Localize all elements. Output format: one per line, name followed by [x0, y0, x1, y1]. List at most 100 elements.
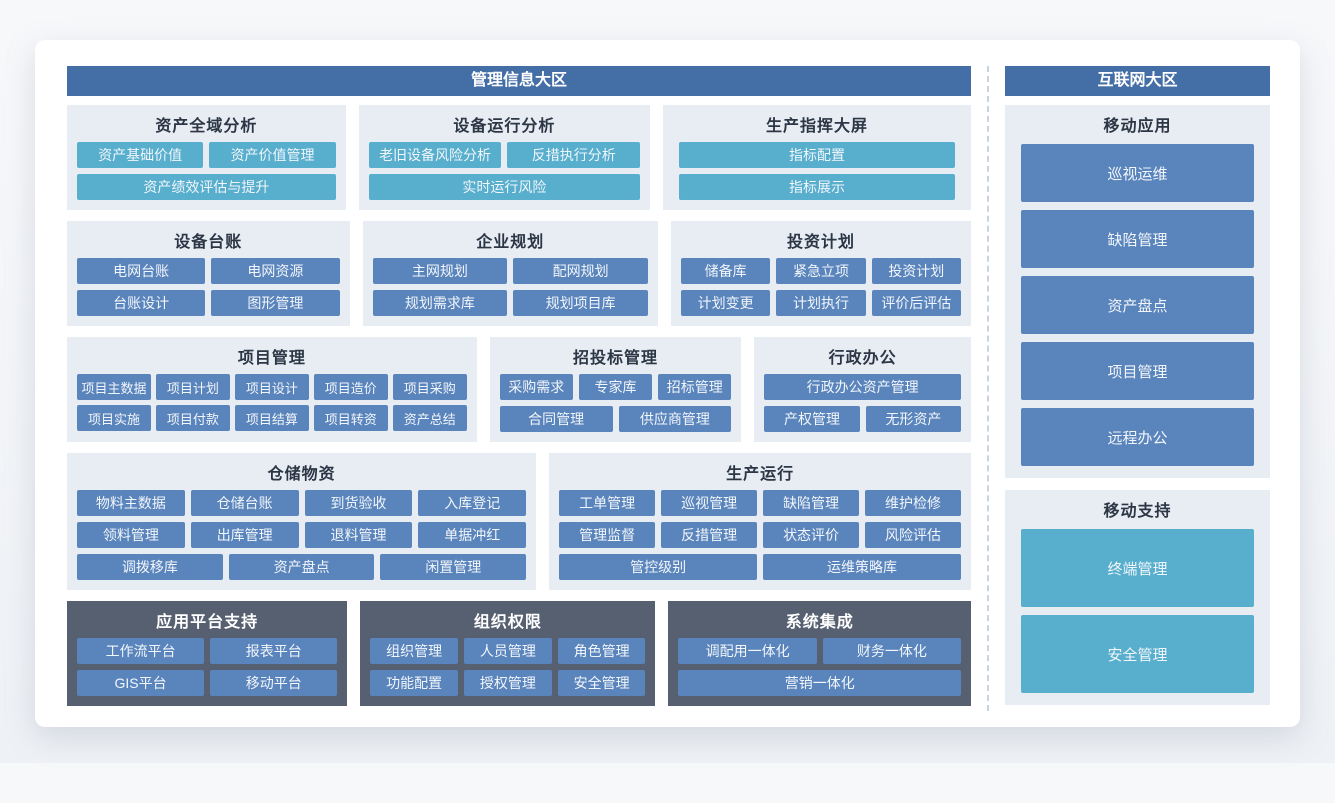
module-org-permission-1[interactable]: 组织管理	[370, 638, 459, 664]
module-org-permission-2[interactable]: 人员管理	[464, 638, 552, 664]
module-equip-ledger-3[interactable]: 台账设计	[77, 290, 206, 316]
section-title: 仓储物资	[267, 466, 336, 483]
module-investment-plan-4[interactable]: 计划变更	[680, 290, 771, 316]
module-production-run-5[interactable]: 管理监督	[559, 522, 656, 548]
module-production-run-6[interactable]: 反措管理	[661, 522, 758, 548]
module-bidding-mgmt-2[interactable]: 专家库	[578, 374, 653, 400]
module-warehouse-4[interactable]: 入库登记	[418, 490, 527, 516]
module-mobile-apps-1[interactable]: 巡视运维	[1021, 144, 1254, 202]
mis-row-5: 应用平台支持 工作流平台 报表平台 GIS平台 移动平台 组织权限 组织管理 人…	[67, 601, 971, 706]
section-title: 应用平台支持	[156, 614, 259, 631]
module-warehouse-10[interactable]: 资产盘点	[228, 554, 375, 580]
module-production-run-1[interactable]: 工单管理	[559, 490, 656, 516]
module-equip-ledger-1[interactable]: 电网台账	[77, 258, 206, 284]
module-production-run-7[interactable]: 状态评价	[763, 522, 860, 548]
module-enterprise-planning-3[interactable]: 规划需求库	[372, 290, 508, 316]
module-bidding-mgmt-4[interactable]: 合同管理	[499, 406, 613, 432]
module-investment-plan-1[interactable]: 储备库	[680, 258, 771, 284]
module-platform-support-4[interactable]: 移动平台	[210, 670, 338, 696]
module-warehouse-11[interactable]: 闲置管理	[380, 554, 527, 580]
module-mobile-apps-5[interactable]: 远程办公	[1021, 408, 1254, 466]
module-admin-office-3[interactable]: 无形资产	[865, 406, 961, 432]
module-project-mgmt-1[interactable]: 项目主数据	[77, 374, 151, 400]
module-project-mgmt-3[interactable]: 项目设计	[234, 374, 309, 400]
module-system-integration-3[interactable]: 营销一体化	[678, 670, 961, 696]
module-warehouse-8[interactable]: 单据冲红	[418, 522, 527, 548]
module-bidding-mgmt-1[interactable]: 采购需求	[499, 374, 573, 400]
module-project-mgmt-5[interactable]: 项目采购	[392, 374, 467, 400]
module-warehouse-9[interactable]: 调拨移库	[77, 554, 223, 580]
section-title: 企业规划	[476, 234, 545, 251]
module-mobile-support-1[interactable]: 终端管理	[1021, 529, 1254, 607]
module-enterprise-planning-2[interactable]: 配网规划	[513, 258, 648, 284]
module-warehouse-6[interactable]: 出库管理	[190, 522, 299, 548]
module-investment-plan-5[interactable]: 计划执行	[776, 290, 866, 316]
module-production-run-9[interactable]: 管控级别	[559, 554, 758, 580]
module-system-integration-1[interactable]: 调配用一体化	[678, 638, 817, 664]
module-project-mgmt-9[interactable]: 项目转资	[313, 405, 388, 431]
mis-row-3: 项目管理 项目主数据 项目计划 项目设计 项目造价 项目采购 项目实施 项目付款…	[67, 337, 971, 442]
module-equip-analysis-3[interactable]: 实时运行风险	[368, 174, 641, 200]
section-equip-analysis: 设备运行分析 老旧设备风险分析 反措执行分析 实时运行风险	[358, 105, 651, 210]
section-asset-analysis: 资产全域分析 资产基础价值 资产价值管理 资产绩效评估与提升	[67, 105, 346, 210]
section-investment-plan: 投资计划 储备库 紧急立项 投资计划 计划变更 计划执行 评价后评估	[670, 221, 971, 326]
module-warehouse-7[interactable]: 退料管理	[304, 522, 413, 548]
section-enterprise-planning: 企业规划 主网规划 配网规划 规划需求库 规划项目库	[362, 221, 658, 326]
module-project-mgmt-7[interactable]: 项目付款	[155, 405, 230, 431]
module-investment-plan-2[interactable]: 紧急立项	[776, 258, 866, 284]
module-platform-support-2[interactable]: 报表平台	[210, 638, 338, 664]
module-equip-ledger-2[interactable]: 电网资源	[211, 258, 340, 284]
module-org-permission-5[interactable]: 授权管理	[464, 670, 552, 696]
module-investment-plan-6[interactable]: 评价后评估	[871, 290, 961, 316]
module-admin-office-1[interactable]: 行政办公资产管理	[764, 374, 961, 400]
module-asset-analysis-3[interactable]: 资产绩效评估与提升	[77, 174, 336, 200]
module-mobile-apps-4[interactable]: 项目管理	[1021, 342, 1254, 400]
module-mobile-support-2[interactable]: 安全管理	[1021, 615, 1254, 693]
zone-divider	[987, 66, 989, 711]
module-equip-analysis-1[interactable]: 老旧设备风险分析	[368, 142, 502, 168]
architecture-card: 管理信息大区 资产全域分析 资产基础价值 资产价值管理 资产绩效评估与提升 设备…	[35, 40, 1300, 727]
module-system-integration-2[interactable]: 财务一体化	[822, 638, 961, 664]
module-bidding-mgmt-5[interactable]: 供应商管理	[618, 406, 732, 432]
section-title: 投资计划	[786, 234, 855, 251]
module-warehouse-2[interactable]: 仓储台账	[190, 490, 299, 516]
module-admin-office-2[interactable]: 产权管理	[764, 406, 860, 432]
module-production-run-8[interactable]: 风险评估	[865, 522, 961, 548]
section-title: 资产全域分析	[155, 118, 258, 135]
section-title: 生产运行	[726, 466, 795, 483]
module-bidding-mgmt-3[interactable]: 招标管理	[658, 374, 732, 400]
module-asset-analysis-1[interactable]: 资产基础价值	[77, 142, 204, 168]
module-enterprise-planning-4[interactable]: 规划项目库	[513, 290, 648, 316]
module-org-permission-3[interactable]: 角色管理	[557, 638, 646, 664]
module-warehouse-3[interactable]: 到货验收	[304, 490, 413, 516]
mis-zone-header: 管理信息大区	[67, 66, 971, 96]
module-production-run-3[interactable]: 缺陷管理	[763, 490, 860, 516]
module-production-run-10[interactable]: 运维策略库	[763, 554, 961, 580]
module-project-mgmt-6[interactable]: 项目实施	[77, 405, 151, 431]
module-investment-plan-3[interactable]: 投资计划	[871, 258, 961, 284]
section-title: 设备台账	[174, 234, 243, 251]
module-equip-ledger-4[interactable]: 图形管理	[211, 290, 340, 316]
module-project-mgmt-10[interactable]: 资产总结	[392, 405, 467, 431]
module-mobile-apps-3[interactable]: 资产盘点	[1021, 276, 1254, 334]
module-project-mgmt-4[interactable]: 项目造价	[313, 374, 388, 400]
module-command-screen-2[interactable]: 指标展示	[679, 174, 955, 200]
module-project-mgmt-2[interactable]: 项目计划	[155, 374, 230, 400]
module-platform-support-3[interactable]: GIS平台	[77, 670, 205, 696]
module-platform-support-1[interactable]: 工作流平台	[77, 638, 205, 664]
module-mobile-apps-2[interactable]: 缺陷管理	[1021, 210, 1254, 268]
module-production-run-2[interactable]: 巡视管理	[661, 490, 758, 516]
module-org-permission-4[interactable]: 功能配置	[370, 670, 459, 696]
module-project-mgmt-8[interactable]: 项目结算	[234, 405, 309, 431]
module-warehouse-1[interactable]: 物料主数据	[77, 490, 185, 516]
module-asset-analysis-2[interactable]: 资产价值管理	[209, 142, 336, 168]
module-warehouse-5[interactable]: 领料管理	[77, 522, 185, 548]
module-enterprise-planning-1[interactable]: 主网规划	[372, 258, 508, 284]
module-org-permission-6[interactable]: 安全管理	[557, 670, 646, 696]
section-title: 组织权限	[473, 614, 542, 631]
module-equip-analysis-2[interactable]: 反措执行分析	[507, 142, 641, 168]
module-command-screen-1[interactable]: 指标配置	[679, 142, 955, 168]
internet-zone-header: 互联网大区	[1005, 66, 1270, 96]
module-production-run-4[interactable]: 维护检修	[865, 490, 961, 516]
section-org-permission: 组织权限 组织管理 人员管理 角色管理 功能配置 授权管理 安全管理	[360, 601, 656, 706]
